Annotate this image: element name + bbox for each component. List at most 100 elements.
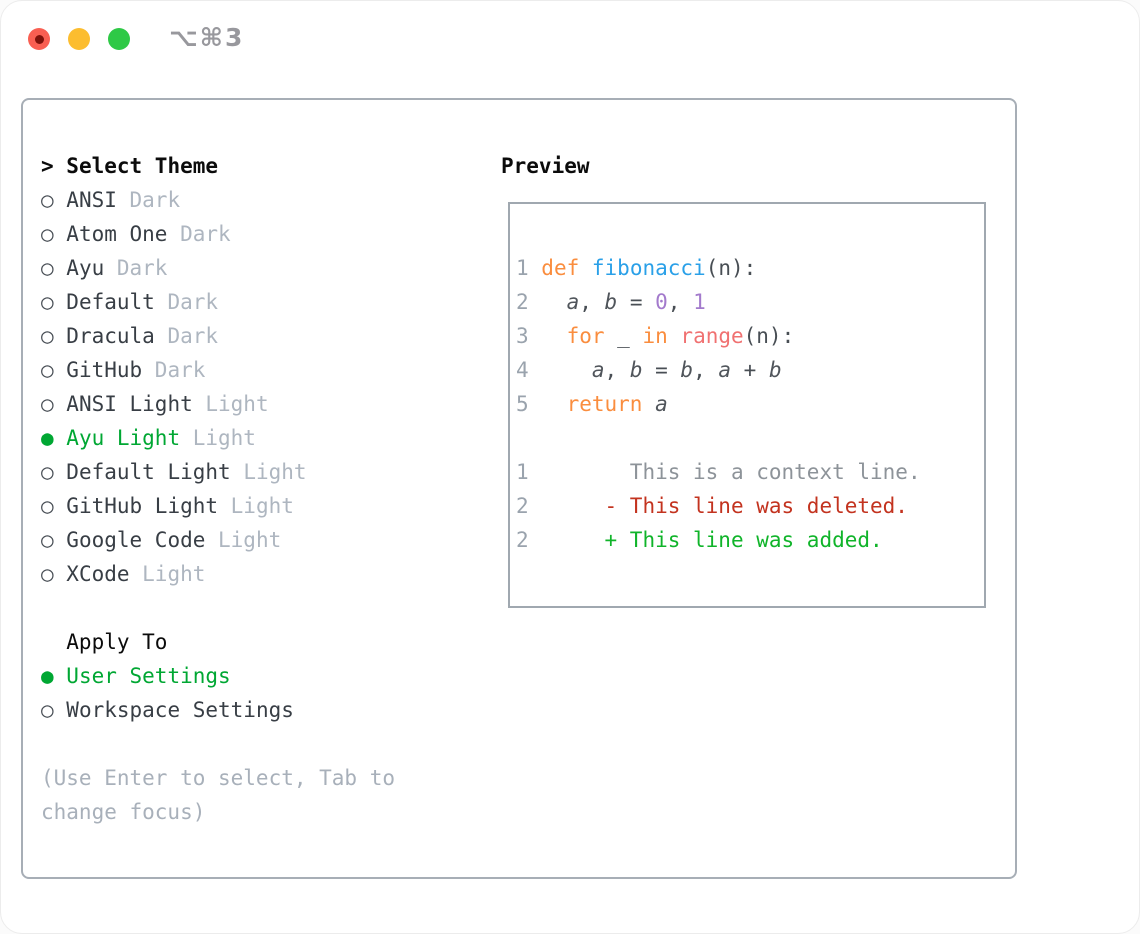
theme-name: ANSI <box>66 188 117 212</box>
theme-option[interactable]: ○ ANSI Light Light <box>41 387 395 421</box>
line-number: 5 <box>516 392 542 416</box>
radio-selected-icon: ● <box>41 664 67 688</box>
zoom-button[interactable] <box>108 28 130 50</box>
code-token: , <box>667 290 694 314</box>
line-number: 1 <box>516 460 542 484</box>
theme-option[interactable]: ○ Ayu Dark <box>41 251 395 285</box>
theme-variant: Light <box>230 460 307 484</box>
theme-variant: Light <box>218 494 294 518</box>
theme-name: Ayu <box>66 256 105 280</box>
code-token: b <box>768 358 782 382</box>
code-token: 1 <box>693 290 706 314</box>
line-number: 3 <box>516 324 542 348</box>
code-line: 4 a, b = b, a + b <box>516 353 978 387</box>
theme-variant: Dark <box>104 256 168 280</box>
theme-variant: Dark <box>154 290 219 314</box>
line-number: 2 <box>516 494 542 518</box>
radio-unselected-icon: ○ <box>41 290 67 314</box>
code-token: , <box>604 358 630 382</box>
radio-unselected-icon: ○ <box>41 324 67 348</box>
code-token <box>541 528 604 552</box>
minimize-button[interactable] <box>68 28 90 50</box>
code-token: for <box>566 324 605 348</box>
code-token: in <box>642 324 668 348</box>
radio-unselected-icon: ○ <box>41 562 67 586</box>
code-line: 2 - This line was deleted. <box>516 489 978 523</box>
code-token <box>642 392 655 416</box>
theme-variant: Dark <box>154 324 219 348</box>
code-line: 2 + This line was added. <box>516 523 978 557</box>
theme-name: ANSI Light <box>66 392 193 416</box>
theme-name: Ayu Light <box>66 426 181 450</box>
theme-variant: Light <box>129 562 206 586</box>
theme-option[interactable]: ● Ayu Light Light <box>41 421 395 455</box>
theme-option[interactable]: ○ Default Light Light <box>41 455 395 489</box>
radio-unselected-icon: ○ <box>41 392 67 416</box>
theme-option[interactable]: ○ Dracula Dark <box>41 319 395 353</box>
theme-variant: Dark <box>116 188 181 212</box>
radio-selected-icon: ● <box>41 426 67 450</box>
theme-option[interactable]: ○ ANSI Dark <box>41 183 395 217</box>
theme-variant: Dark <box>167 222 231 246</box>
code-token: _ <box>604 324 643 348</box>
theme-option[interactable]: ○ GitHub Dark <box>41 353 395 387</box>
code-token: This is a context line. <box>541 460 921 484</box>
apply-to-label: Workspace Settings <box>66 698 294 722</box>
theme-name: GitHub Light <box>66 494 219 518</box>
theme-option[interactable]: ○ Google Code Light <box>41 523 395 557</box>
apply-to-option[interactable]: ● User Settings <box>41 659 395 693</box>
code-token: a <box>655 392 668 416</box>
theme-name: Default Light <box>66 460 231 484</box>
code-token: = <box>642 358 681 382</box>
code-line: 1 def fibonacci(n): <box>516 251 978 285</box>
code-token: (n): <box>743 324 795 348</box>
line-number: 2 <box>516 290 542 314</box>
radio-unselected-icon: ○ <box>41 494 67 518</box>
apply-to-title: Apply To <box>66 630 168 654</box>
code-token: , <box>579 290 605 314</box>
theme-variant: Dark <box>142 358 206 382</box>
code-line: 3 for _ in range(n): <box>516 319 978 353</box>
radio-unselected-icon: ○ <box>41 222 67 246</box>
theme-name: GitHub <box>66 358 143 382</box>
code-token: range <box>680 324 744 348</box>
close-button[interactable] <box>28 28 50 50</box>
line-number: 1 <box>516 256 542 280</box>
prompt-caret: > <box>41 154 67 178</box>
theme-name: Dracula <box>66 324 155 348</box>
code-line: 5 return a <box>516 387 978 421</box>
theme-name: Google Code <box>66 528 206 552</box>
theme-name: Atom One <box>66 222 168 246</box>
picker-title: Select Theme <box>66 154 219 178</box>
code-token <box>541 324 566 348</box>
theme-option[interactable]: ○ Atom One Dark <box>41 217 395 251</box>
apply-to-option[interactable]: ○ Workspace Settings <box>41 693 395 727</box>
code-token: + <box>731 358 769 382</box>
theme-option[interactable]: ○ XCode Light <box>41 557 395 591</box>
theme-list-column: > Select Theme ○ ANSI Dark○ Atom One Dar… <box>41 149 395 829</box>
apply-to-list: ● User Settings○ Workspace Settings <box>41 659 395 727</box>
apply-to-label: User Settings <box>66 664 231 688</box>
code-token <box>579 256 592 280</box>
theme-option[interactable]: ○ GitHub Light Light <box>41 489 395 523</box>
radio-unselected-icon: ○ <box>41 698 67 722</box>
theme-list: ○ ANSI Dark○ Atom One Dark○ Ayu Dark○ De… <box>41 183 395 591</box>
code-token: b <box>604 290 618 314</box>
code-token <box>541 392 566 416</box>
code-token: def <box>541 256 580 280</box>
code-token <box>668 324 681 348</box>
code-token: = <box>617 290 656 314</box>
theme-name: XCode <box>66 562 130 586</box>
code-token: , <box>693 358 719 382</box>
theme-variant: Light <box>180 426 256 450</box>
code-token <box>541 358 592 382</box>
theme-variant: Light <box>192 392 269 416</box>
spacer-row <box>41 591 395 625</box>
radio-unselected-icon: ○ <box>41 256 67 280</box>
code-token: fibonacci <box>591 256 706 280</box>
theme-option[interactable]: ○ Default Dark <box>41 285 395 319</box>
code-token: - This line was deleted. <box>604 494 908 518</box>
